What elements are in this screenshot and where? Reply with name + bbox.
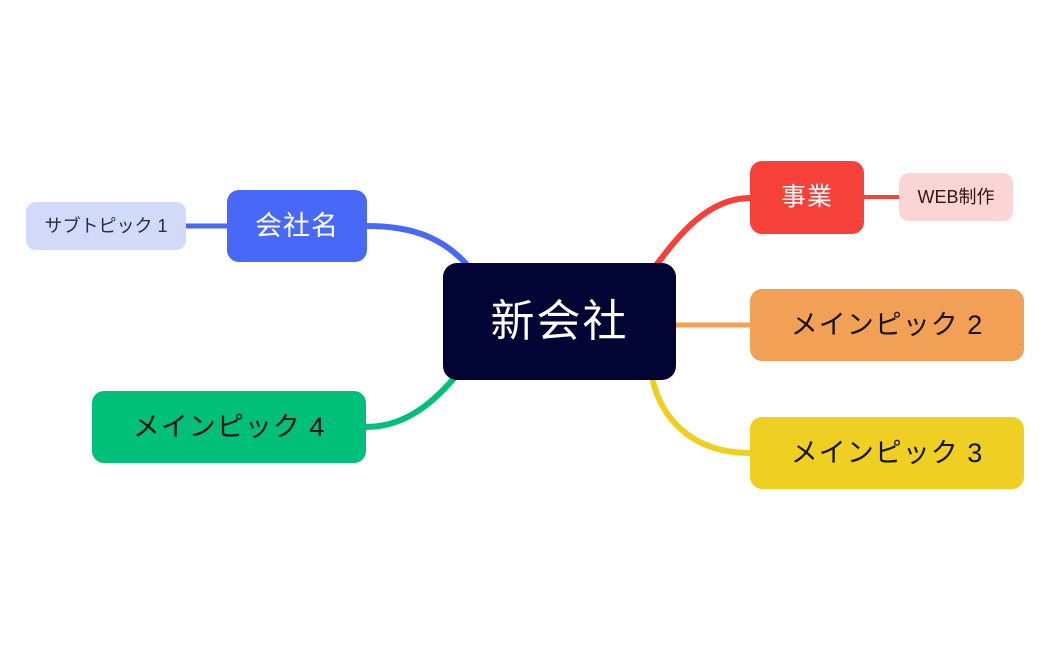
node-main-topic-2-label: メインピック 2 xyxy=(790,309,984,340)
node-main-topic-2[interactable]: メインピック 2 xyxy=(750,289,1024,361)
node-company-name[interactable]: 会社名 xyxy=(227,190,367,262)
node-main-topic-4[interactable]: メインピック 4 xyxy=(92,391,366,463)
node-company-name-label: 会社名 xyxy=(255,210,339,241)
node-subtopic1[interactable]: サブトピック 1 xyxy=(26,202,186,250)
edge-central-main4 xyxy=(363,374,458,430)
node-subtopic1-label: サブトピック 1 xyxy=(44,216,168,236)
edge-company-central xyxy=(364,223,471,269)
node-central-topic-label: 新会社 xyxy=(490,296,629,346)
node-main-topic-3-label: メインピック 3 xyxy=(790,437,984,468)
node-web-production-label: WEB制作 xyxy=(917,187,995,207)
node-business-label: 事業 xyxy=(780,183,833,211)
edge-central-business xyxy=(651,195,753,271)
node-central-topic[interactable]: 新会社 xyxy=(443,263,676,380)
node-main-topic-3[interactable]: メインピック 3 xyxy=(750,417,1024,489)
node-main-topic-4-label: メインピック 4 xyxy=(132,411,326,442)
edge-central-main3 xyxy=(649,374,753,456)
node-web-production[interactable]: WEB制作 xyxy=(899,173,1013,221)
node-business[interactable]: 事業 xyxy=(750,161,864,234)
